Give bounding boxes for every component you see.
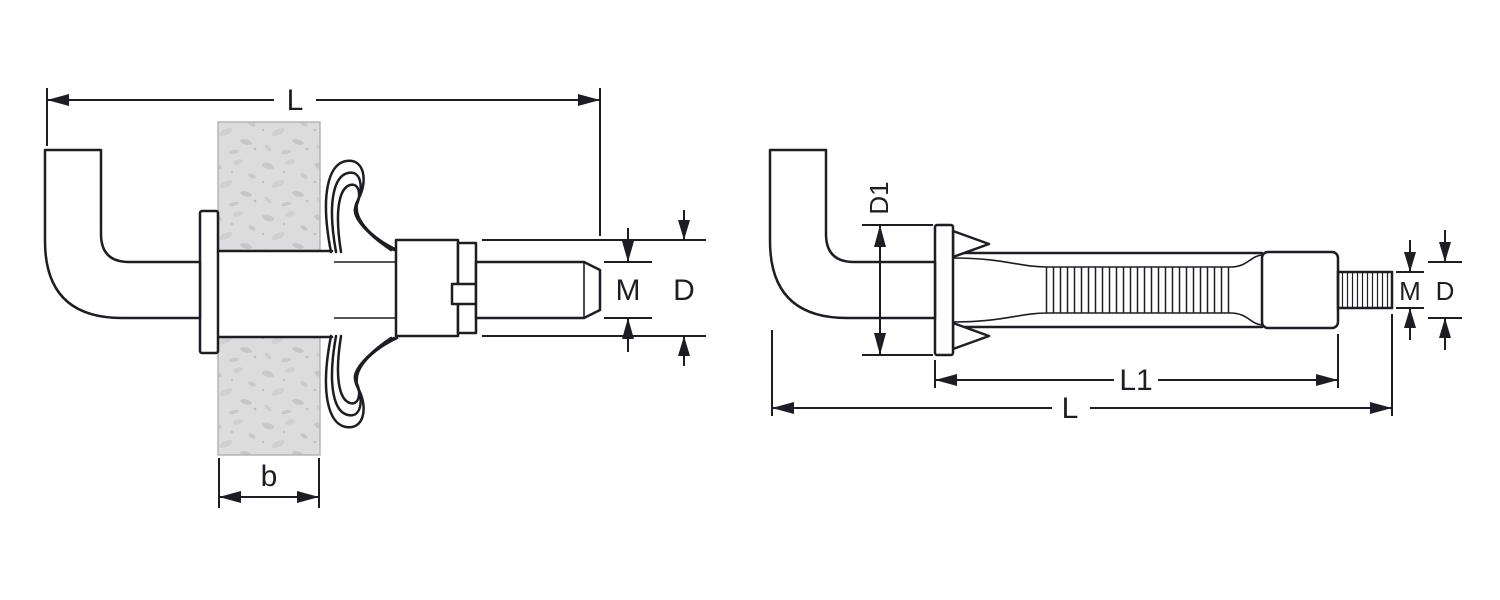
arrowhead bbox=[1316, 374, 1338, 386]
arrowhead bbox=[1439, 242, 1451, 262]
arrowhead bbox=[1404, 252, 1416, 272]
body-notch bbox=[450, 282, 478, 306]
arrowhead bbox=[219, 491, 241, 503]
dim-label-thread: M bbox=[1399, 276, 1421, 306]
arrowhead bbox=[1370, 402, 1392, 414]
dimension-L1: L1 bbox=[934, 334, 1339, 397]
dimension-L: L bbox=[771, 314, 1393, 425]
view-installed: L M D b bbox=[43, 84, 706, 508]
arrowhead bbox=[1404, 308, 1416, 328]
dim-label-wall-thickness: b bbox=[261, 460, 278, 493]
dimension-D: D bbox=[482, 210, 706, 366]
flange bbox=[933, 223, 955, 357]
arrowhead bbox=[622, 241, 634, 262]
flange-assembly bbox=[933, 223, 991, 357]
wall-section-lower bbox=[217, 336, 321, 456]
thread-section bbox=[1044, 267, 1232, 313]
arrowhead bbox=[1439, 318, 1451, 338]
anchor-sleeve bbox=[216, 249, 396, 339]
dim-label-overall-length: L bbox=[287, 84, 304, 117]
arrowhead bbox=[874, 225, 886, 247]
anchor-nut bbox=[1260, 250, 1340, 330]
arrowhead bbox=[678, 336, 690, 356]
arrowhead bbox=[678, 220, 690, 240]
wall bbox=[217, 121, 321, 456]
bolt-shaft bbox=[474, 260, 602, 320]
arrowhead bbox=[935, 374, 957, 386]
expansion-legs bbox=[324, 159, 399, 429]
arrowhead bbox=[622, 318, 634, 339]
dim-label-body-length: L1 bbox=[1119, 364, 1152, 397]
arrowhead bbox=[297, 491, 319, 503]
leg-slot-top bbox=[952, 254, 1263, 268]
flange bbox=[198, 209, 220, 355]
dim-label-thread: M bbox=[616, 274, 641, 307]
dimension-D1: D1 bbox=[862, 181, 933, 356]
threaded-stud bbox=[1336, 270, 1394, 310]
dimension-M: M bbox=[604, 228, 652, 352]
dim-label-overall-length: L bbox=[1062, 392, 1079, 425]
shaft-outline bbox=[474, 260, 602, 320]
body-block bbox=[394, 238, 460, 338]
dimension-b: b bbox=[218, 458, 320, 508]
dim-label-diameter: D bbox=[1436, 276, 1455, 306]
view-standalone: D1 M D L bbox=[768, 148, 1462, 425]
hook bbox=[768, 148, 937, 320]
leg-upper-inner bbox=[336, 183, 393, 254]
leg-upper-outer bbox=[324, 159, 399, 254]
anchor-barrel bbox=[951, 250, 1394, 330]
arrowhead bbox=[874, 333, 886, 355]
dimension-L: L bbox=[46, 84, 601, 236]
dimension-M: M bbox=[1396, 240, 1424, 340]
wall-section-upper bbox=[217, 121, 321, 252]
dim-label-diameter: D bbox=[673, 274, 695, 307]
arrowhead bbox=[772, 402, 794, 414]
leg-slot-bottom bbox=[952, 312, 1263, 326]
dimension-D: D bbox=[1428, 230, 1462, 350]
arrowhead bbox=[578, 94, 600, 106]
arrowhead bbox=[47, 94, 69, 106]
dim-label-flange-diameter: D1 bbox=[864, 181, 894, 214]
leg-lower-inner bbox=[336, 334, 393, 405]
hook bbox=[43, 148, 202, 320]
leg-lower-outer bbox=[324, 334, 399, 429]
anchor-body bbox=[394, 238, 478, 338]
